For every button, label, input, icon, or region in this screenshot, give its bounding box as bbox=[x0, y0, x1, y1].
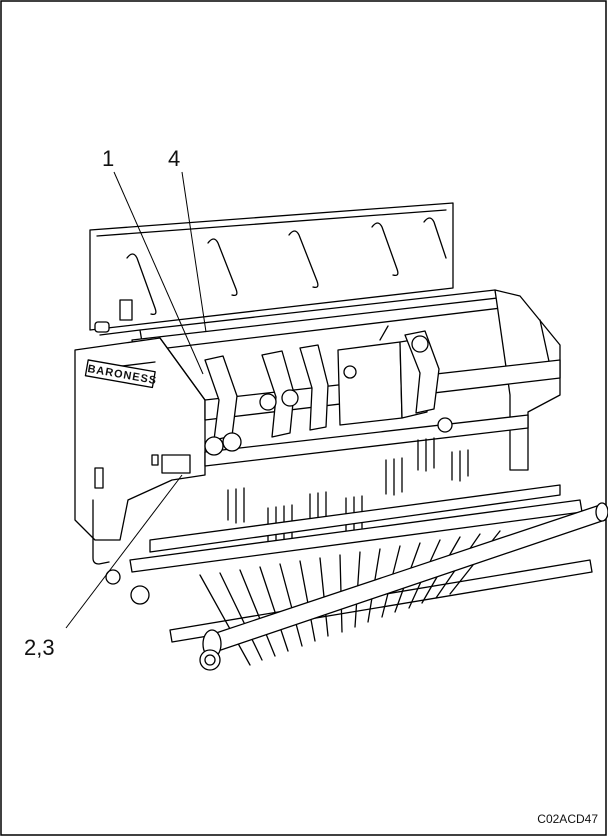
figure-code: C02ACD47 bbox=[537, 812, 598, 826]
leader-lines bbox=[65, 171, 207, 629]
leader-4 bbox=[181, 171, 207, 333]
machine-drawing bbox=[74, 202, 608, 671]
front-roller bbox=[202, 502, 608, 659]
brand-plate bbox=[84, 359, 156, 389]
left-lever bbox=[92, 467, 110, 565]
side-label-plates bbox=[151, 454, 191, 474]
left-side-plate bbox=[74, 337, 206, 541]
arm-assemblies bbox=[204, 330, 453, 456]
rear-hooks bbox=[126, 217, 447, 316]
callout-1: 1 bbox=[102, 146, 114, 171]
callout-4: 4 bbox=[168, 146, 180, 171]
bearings bbox=[105, 569, 221, 671]
slatted-bed bbox=[199, 530, 501, 666]
callout-2-3: 2,3 bbox=[24, 635, 55, 660]
clip-rows bbox=[227, 437, 469, 546]
leader-2-3 bbox=[65, 474, 183, 629]
rear-plate bbox=[89, 202, 454, 331]
leader-1 bbox=[113, 171, 204, 375]
